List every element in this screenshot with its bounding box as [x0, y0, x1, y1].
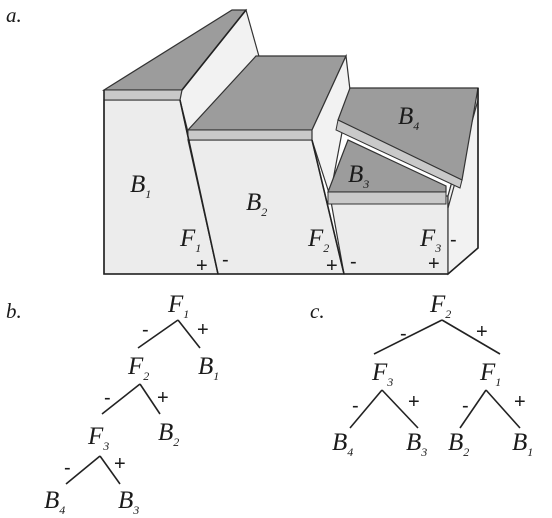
- label-b3: B3: [348, 161, 369, 191]
- label-f2: F2: [307, 225, 329, 255]
- tree-b-node-b2: B2: [158, 419, 179, 449]
- tree-c-sign-plus-1: +: [476, 321, 488, 343]
- label-b4: B4: [398, 103, 419, 133]
- tree-b-sign-plus-3: +: [114, 453, 126, 475]
- tree-c-sign-plus-2: +: [408, 391, 420, 413]
- sign-f1-minus: -: [222, 249, 229, 271]
- tree-c-sign-minus-1: -: [400, 323, 407, 345]
- tree-c-node-b3: B3: [406, 429, 427, 459]
- tree-c-node-f3: F3: [371, 359, 393, 389]
- block-b2-band: [187, 129, 313, 141]
- block-b3-band: [327, 191, 447, 205]
- tree-b-node-f1: F1: [167, 291, 189, 321]
- tree-c-sign-minus-3: -: [462, 395, 469, 417]
- sign-f3-plus: +: [428, 253, 440, 275]
- tree-b-node-b1: B1: [198, 353, 219, 383]
- tree-c-node-b1: B1: [512, 429, 533, 459]
- tree-c-node-b4: B4: [332, 429, 353, 459]
- tree-b-node-b3: B3: [118, 487, 139, 517]
- panel-label-a: a.: [6, 3, 22, 27]
- label-f1: F1: [179, 225, 201, 255]
- panel-label-b: b.: [6, 299, 22, 323]
- sign-f1-plus: +: [196, 255, 208, 277]
- tree-c-node-f1: F1: [479, 359, 501, 389]
- tree-c-sign-plus-3: +: [514, 391, 526, 413]
- tree-b-sign-plus-2: +: [157, 387, 169, 409]
- tree-b-sign-minus-2: -: [104, 387, 111, 409]
- label-b1: B1: [130, 171, 151, 201]
- block-b2-side: [311, 53, 351, 197]
- tree-b-node-f2: F2: [127, 353, 149, 383]
- block-b1-band: [103, 89, 183, 101]
- panel-label-c: c.: [310, 299, 325, 323]
- label-b2: B2: [246, 189, 267, 219]
- tree-c-sign-minus-2: -: [352, 395, 359, 417]
- block-b4-band: [335, 119, 463, 189]
- block-diagram: B1 B2 B3 B4 F1 F2 F3 + - + - - +: [101, 8, 479, 277]
- tree-b: - + - + - + F1 F2 B1 F3 B2 B4 B3: [44, 291, 219, 517]
- sign-f2-minus: -: [350, 251, 357, 273]
- sign-f3-minus: -: [450, 229, 457, 251]
- tree-b-sign-minus-1: -: [142, 319, 149, 341]
- tree-b-node-b4: B4: [44, 487, 65, 517]
- label-f3: F3: [419, 225, 441, 255]
- tree-c-node-b2: B2: [448, 429, 469, 459]
- tree-b-sign-minus-3: -: [64, 457, 71, 479]
- tree-b-node-f3: F3: [87, 423, 109, 453]
- tree-c-node-f2: F2: [429, 291, 451, 321]
- tree-b-sign-plus-1: +: [197, 319, 209, 341]
- sign-f2-plus: +: [326, 255, 338, 277]
- tree-c: - + - + - + F2 F3 F1 B4 B3 B2 B1: [332, 291, 533, 459]
